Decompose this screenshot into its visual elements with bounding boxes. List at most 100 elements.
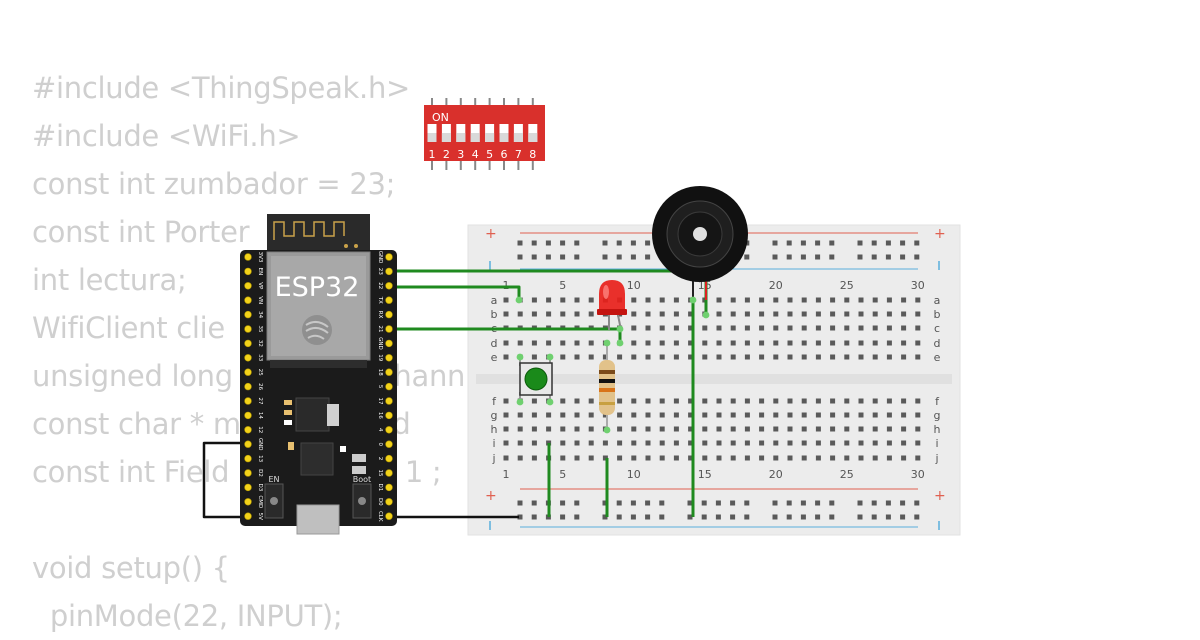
breadboard-hole [560, 297, 566, 303]
button-cap[interactable] [524, 367, 548, 391]
breadboard-hole [815, 297, 821, 303]
breadboard-hole [801, 455, 807, 461]
esp32-en-button-cap[interactable] [270, 497, 278, 505]
breadboard-hole [872, 412, 878, 418]
breadboard-hole [830, 340, 836, 346]
esp32-pin-label: 2 [377, 457, 383, 461]
breadboard-hole [744, 398, 750, 404]
esp32-pin [244, 397, 252, 405]
breadboard-hole [858, 340, 864, 346]
breadboard-hole [531, 297, 537, 303]
breadboard-hole [645, 440, 651, 446]
code-line: unsigned long hann [32, 359, 466, 393]
rail-hole [602, 514, 608, 520]
rail-hole [885, 240, 891, 246]
breadboard-hole [531, 412, 537, 418]
dip-switch-lever[interactable] [441, 133, 451, 142]
esp32-pin-label: CMD [257, 495, 263, 508]
rail-hole [829, 240, 835, 246]
breadboard-hole [815, 311, 821, 317]
breadboard-hole [716, 426, 722, 432]
breadboard-hole [801, 398, 807, 404]
dip-switch-lever[interactable] [499, 133, 509, 142]
rail-hole [616, 240, 622, 246]
esp32-pin-label: 16 [377, 412, 383, 419]
breadboard-hole [631, 412, 637, 418]
push-button[interactable] [519, 357, 553, 402]
buzzer[interactable] [652, 186, 748, 300]
breadboard-hole [659, 311, 665, 317]
breadboard-hole [886, 311, 892, 317]
breadboard-hole [886, 340, 892, 346]
breadboard-hole [688, 455, 694, 461]
esp32-usb-port[interactable] [296, 504, 340, 535]
breadboard-hole [787, 412, 793, 418]
rail-hole [815, 500, 821, 506]
breadboard-hole [503, 426, 509, 432]
breadboard-hole [702, 398, 708, 404]
esp32-pin [385, 382, 393, 391]
breadboard-hole [773, 412, 779, 418]
breadboard-hole [716, 398, 722, 404]
esp32-pin [385, 426, 393, 434]
breadboard-hole [815, 440, 821, 446]
breadboard-hole [588, 340, 594, 346]
esp32-pin [385, 411, 393, 420]
breadboard-hole [588, 440, 594, 446]
breadboard-hole [830, 297, 836, 303]
breadboard-hole [872, 455, 878, 461]
dip-switch-lever[interactable] [427, 133, 437, 142]
rail-hole [829, 254, 835, 260]
breadboard-hole [531, 426, 537, 432]
rail-hole [914, 240, 920, 246]
breadboard-hole [744, 340, 750, 346]
breadboard-hole [503, 412, 509, 418]
breadboard-hole [716, 455, 722, 461]
breadboard-hole [801, 412, 807, 418]
breadboard-hole [858, 354, 864, 360]
buzzer-center-hole-icon [693, 227, 707, 241]
esp32-board[interactable]: ESP32 EN Boot 3V3ENVPVN34353233252627141… [240, 214, 397, 535]
rail-hole [786, 500, 792, 506]
rail-plus-top-left: + [485, 226, 497, 242]
breadboard-hole [744, 440, 750, 446]
rail-hole [815, 240, 821, 246]
rail-hole [772, 254, 778, 260]
breadboard-hole [901, 354, 907, 360]
rail-hole [645, 240, 651, 246]
breadboard-hole [886, 398, 892, 404]
esp32-pin-label: EN [257, 268, 263, 276]
breadboard-hole [872, 325, 878, 331]
esp32-usb-chip [300, 442, 334, 476]
breadboard-hole [886, 412, 892, 418]
breadboard-hole [617, 412, 623, 418]
breadboard-hole [886, 354, 892, 360]
breadboard-hole [830, 440, 836, 446]
breadboard-hole [688, 440, 694, 446]
dip-switch-lever[interactable] [513, 133, 523, 142]
rail-hole [744, 254, 750, 260]
breadboard-hole [815, 398, 821, 404]
esp32-boot-button-cap[interactable] [358, 497, 366, 505]
rail-hole [630, 254, 636, 260]
breadboard-hole [688, 354, 694, 360]
rail-hole [829, 514, 835, 520]
breadboard-hole [730, 426, 736, 432]
dip-switch-lever[interactable] [470, 133, 480, 142]
dip-switch-lever[interactable] [456, 133, 466, 142]
esp32-pin-label: 18 [377, 369, 383, 376]
rail-hole [630, 500, 636, 506]
breadboard-hole [688, 325, 694, 331]
row-letter: j [491, 452, 495, 465]
esp32-pin [385, 253, 393, 261]
esp32-pin [244, 426, 252, 434]
red-led[interactable] [597, 280, 627, 331]
breadboard-hole [673, 325, 679, 331]
esp32-en-label: EN [268, 475, 279, 484]
dip-switch-lever[interactable] [485, 133, 495, 142]
breadboard-hole [901, 412, 907, 418]
breadboard-hole [645, 455, 651, 461]
dip-switch-lever[interactable] [528, 133, 538, 142]
rail-hole [800, 500, 806, 506]
